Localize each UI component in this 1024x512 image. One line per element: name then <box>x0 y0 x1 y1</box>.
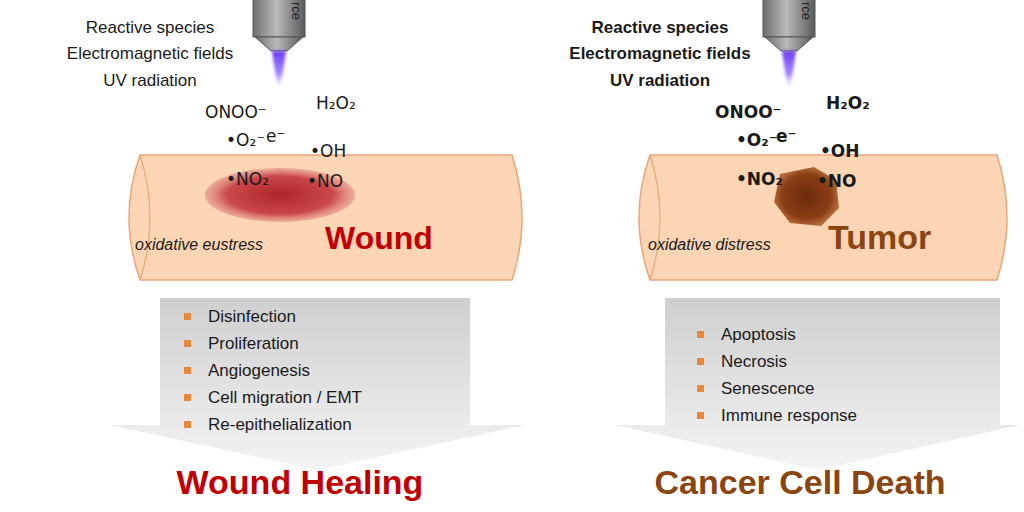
arrow-shape <box>615 298 1020 473</box>
species-label: ONOO⁻ <box>715 103 782 123</box>
species-label: •O₂⁻ <box>736 131 778 151</box>
effect-item: Disinfection <box>208 307 296 327</box>
stress-label: oxidative distress <box>648 236 771 254</box>
emission-label: Reactive species <box>540 18 780 38</box>
species-label: •NO <box>817 172 857 192</box>
tissue-shape <box>630 150 1015 285</box>
source-body <box>253 0 305 37</box>
plasma-jet <box>272 51 286 90</box>
block-arrow <box>110 298 525 470</box>
emission-label: Reactive species <box>30 18 270 38</box>
effect-item: Cell migration / EMT <box>208 388 362 408</box>
emission-label: Electromagnetic fields <box>30 44 270 64</box>
block-arrow <box>615 298 1020 470</box>
effect-item: Angiogenesis <box>208 361 310 381</box>
source-text: rce <box>798 2 813 20</box>
region-title: Tumor <box>828 218 931 257</box>
tissue-edge <box>650 155 660 280</box>
outcome-arrow: ApoptosisNecrosisSenescenceImmune respon… <box>615 298 1020 473</box>
tissue-region: oxidative distress Tumor <box>630 150 1015 285</box>
species-label: e⁻ <box>266 127 285 147</box>
region-title: Wound <box>325 220 433 257</box>
wound-area <box>205 168 355 222</box>
species-label: •OH <box>310 142 346 162</box>
effect-item: Necrosis <box>721 352 787 372</box>
outcome-title: Wound Healing <box>90 463 510 502</box>
plasma-source <box>763 0 815 90</box>
species-label: •O₂⁻ <box>226 131 265 151</box>
species-label: e⁻ <box>776 127 797 147</box>
tissue-region: oxidative eustress Wound <box>120 150 530 285</box>
source-body <box>763 0 815 37</box>
species-label: H₂O₂ <box>316 94 356 114</box>
tissue-edge <box>140 155 150 280</box>
effect-item: Proliferation <box>208 334 299 354</box>
effect-item: Senescence <box>721 379 815 399</box>
source-text: rce <box>288 2 303 20</box>
species-label: ONOO⁻ <box>205 103 267 123</box>
effect-item: Apoptosis <box>721 325 796 345</box>
outcome-title: Cancer Cell Death <box>590 463 1010 502</box>
tissue-outline <box>639 155 1007 280</box>
stress-label: oxidative eustress <box>135 236 263 254</box>
species-label: H₂O₂ <box>826 94 870 114</box>
emission-label: UV radiation <box>30 71 270 91</box>
effect-item: Immune response <box>721 406 857 426</box>
tissue-outline <box>129 155 522 280</box>
plasma-jet <box>782 51 796 90</box>
emission-label: UV radiation <box>540 71 780 91</box>
source-nozzle <box>255 37 303 51</box>
emission-label: Electromagnetic fields <box>540 44 780 64</box>
species-label: •NO₂ <box>736 170 783 190</box>
outcome-arrow: DisinfectionProliferationAngiogenesisCel… <box>110 298 525 473</box>
tissue-shape <box>120 150 530 285</box>
species-label: •OH <box>820 142 860 162</box>
source-nozzle <box>765 37 813 51</box>
plasma-source <box>253 0 305 90</box>
effect-item: Re-epithelialization <box>208 415 352 435</box>
arrow-shape <box>110 298 525 473</box>
species-label: •NO <box>307 172 343 192</box>
species-label: •NO₂ <box>226 170 269 190</box>
